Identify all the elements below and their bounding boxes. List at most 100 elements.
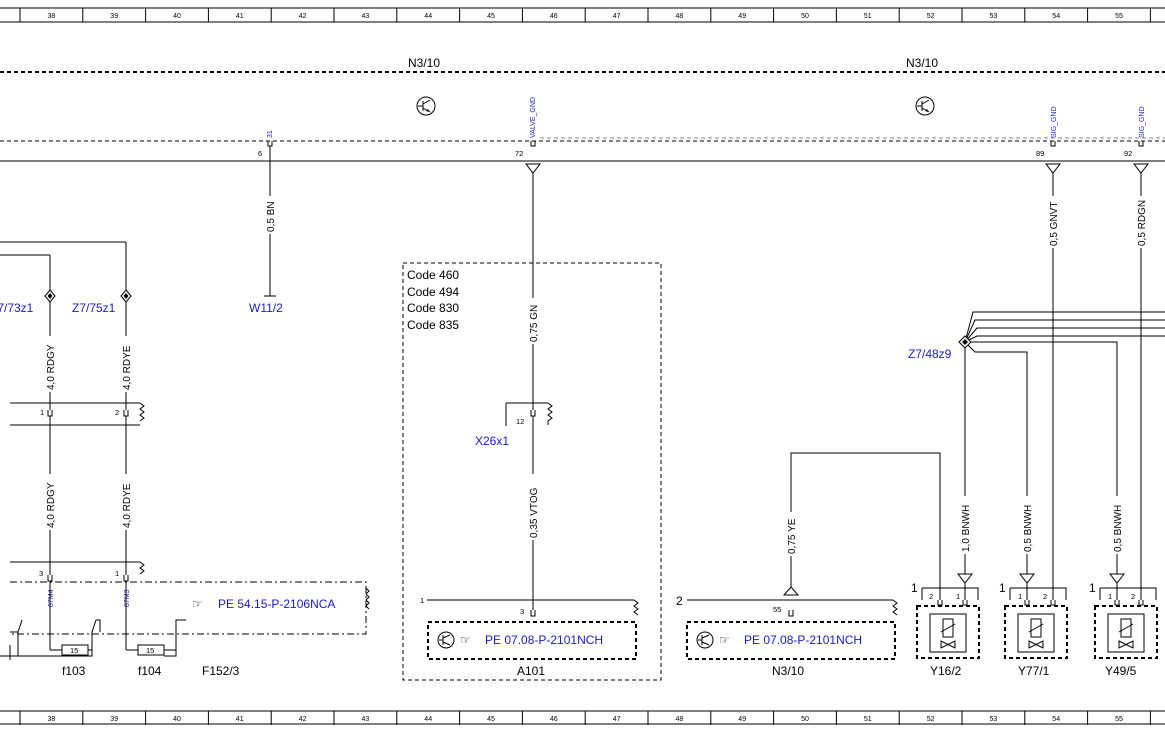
grid-column-number: 51 [864,716,872,723]
pin-number: 1 [1089,581,1096,595]
wire-label-rdgy-upper: 4,0 RDGY [46,344,57,390]
grid-column-number: 38 [48,13,56,20]
plug-arrow [1132,163,1150,174]
grid-column-number: 45 [487,13,495,20]
grid-column-number: 52 [927,13,935,20]
pin-number: 1 [1018,592,1022,601]
pin-number: 3 [520,607,524,616]
n3-10-label-right: N3/10 [906,56,938,70]
grid-column-number: 44 [424,13,432,20]
plug-arrow [1044,163,1062,174]
wire-label-rdye-lower: 4,0 RDYE [122,483,133,528]
grid-column-number: 39 [110,716,118,723]
fuse-f103: 15 [61,644,89,656]
pin-name-valve-gnd: VALVE_GND [530,97,537,138]
grid-column-number: 49 [738,13,746,20]
valve-y16-2 [916,583,980,659]
wire-label-rdgy-lower: 4,0 RDGY [46,482,57,528]
z7-48z9-label: Z7/48z9 [908,347,952,361]
pe-07-08-a101-reference[interactable]: PE 07.08-P-2101NCH [485,633,603,647]
splice-diamond [44,289,56,303]
code-line: Code 830 [407,301,459,315]
relay-contacts [0,582,186,660]
svg-text:15: 15 [70,646,78,655]
pin-number: 2 [115,408,119,417]
grid-column-number: 41 [236,716,244,723]
plug-arrow [1018,573,1036,584]
grid-column-number: 43 [362,716,370,723]
wire-label-rdye-upper: 4,0 RDYE [122,345,133,390]
wire-label-gn: 0,75 GN [529,305,540,342]
pe-07-08-n3-10-reference[interactable]: PE 07.08-P-2101NCH [744,633,862,647]
pin-number-6: 6 [258,149,262,158]
splice-diamond [120,289,132,303]
grid-column-number: 55 [1115,716,1123,723]
grid-column-number: 40 [173,13,181,20]
code-line: Code 494 [407,285,459,299]
pin-connector [267,141,1144,147]
pin-number: 1 [911,581,918,595]
f152-3-label: F152/3 [202,664,240,678]
pin-name-87m4: 87M4 [48,589,55,607]
pin-number: 2 [1131,592,1135,601]
grid-column-number: 42 [299,13,307,20]
grid-column-number: 45 [487,716,495,723]
grid-column-number: 46 [550,716,558,723]
pin-number: 1 [956,592,960,601]
grid-column-number: 46 [550,13,558,20]
grid-column-number: 39 [110,13,118,20]
a101-label: A101 [517,664,545,678]
valve-y49-5 [1094,583,1158,659]
pe-54-15-reference[interactable]: PE 54.15-P-2106NCA [218,597,335,611]
reference-hand-icon: ☞ [719,633,730,647]
wire-label-gnvt: 0,5 GNVT [1049,202,1060,246]
plug-arrow [524,163,542,174]
plug-arrow [782,586,800,596]
x26x1-connector [505,402,553,426]
code-line: Code 835 [407,318,459,332]
grid-column-number: 53 [990,13,998,20]
n3-10-bottom-label: N3/10 [772,664,804,678]
f152-3-frame [10,581,367,635]
a101-module-box [427,621,637,660]
wire-ye [790,452,941,600]
grid-column-number: 47 [613,13,621,20]
reference-hand-icon: ☞ [460,633,471,647]
y77-1-label: Y77/1 [1018,664,1050,678]
wire-label-bnwh-10: 1,0 BNWH [961,505,972,552]
grid-column-number: 51 [864,13,872,20]
y49-5-label: Y49/5 [1105,664,1137,678]
transistor-icon [915,96,935,116]
grid-column-number: 38 [48,716,56,723]
grid-column-number: 50 [801,13,809,20]
grid-column-number: 47 [613,716,621,723]
reference-hand-icon: ☞ [192,597,203,611]
wire-label-bnwh-05-a: 0,5 BNWH [1023,505,1034,552]
pin-number-92: 92 [1124,149,1132,158]
grid-column-number: 40 [173,716,181,723]
z7-73z1-label: Z7/73z1 [0,301,34,315]
pin-number: 1 [420,596,424,605]
f103-label: f103 [62,664,86,678]
grid-column-number: 42 [299,716,307,723]
grid-column-number: 43 [362,13,370,20]
splice-diamond [958,335,972,349]
grid-column-number: 48 [676,716,684,723]
wire-label-bnwh-05-b: 0,5 BNWH [1113,505,1124,552]
plug-arrow [956,573,974,584]
code-line: Code 460 [407,268,459,282]
n3-10-label-left: N3/10 [408,56,440,70]
svg-text:15: 15 [146,646,154,655]
fuse-f104: 15 [137,644,165,656]
grid-column-number: 55 [1115,13,1123,20]
pin-number: 55 [773,605,781,614]
pin-number: 3 [39,569,43,578]
pin-number: 1 [40,408,44,417]
z7-75z1-label: Z7/75z1 [72,301,116,315]
pin-number-72: 72 [515,149,523,158]
n3-10-module-box [686,621,896,660]
pin-number-89: 89 [1036,149,1044,158]
wire-label-rdgn: 0,5 RDGN [1137,200,1148,246]
